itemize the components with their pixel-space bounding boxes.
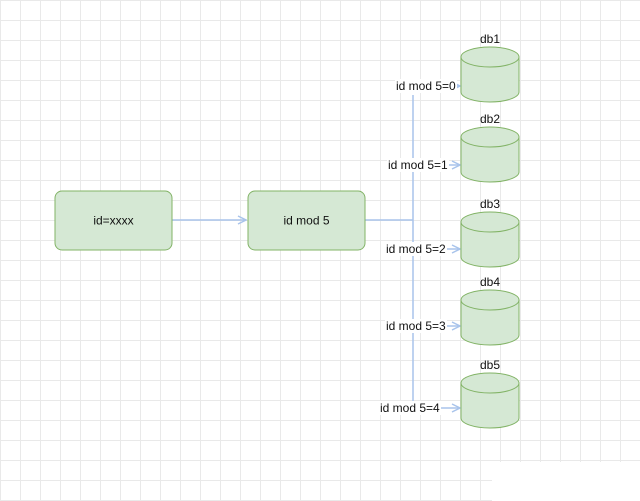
node-input[interactable]: id=xxxx xyxy=(54,190,173,251)
database-name-label: db3 xyxy=(480,197,500,211)
database-group: db1 db2 db3 db4 db5 xyxy=(460,32,520,429)
database-cylinder-top xyxy=(460,126,520,148)
database-cylinder-body[interactable] xyxy=(460,221,520,268)
node-mod[interactable]: id mod 5 xyxy=(247,190,366,251)
database-name-label: db1 xyxy=(480,32,500,46)
edge-branches: id mod 5=0 id mod 5=1 id mod 5=2 id mod 5=3… xyxy=(379,79,460,415)
database-cylinder-top xyxy=(460,289,520,311)
database-name-label: db5 xyxy=(480,358,500,372)
node-input-label: id=xxxx xyxy=(93,214,133,228)
node-mod-box[interactable] xyxy=(247,190,366,251)
database-cylinder-body[interactable] xyxy=(460,299,520,346)
edge-label-db3: id mod 5=2 xyxy=(386,242,446,256)
edge-label-background xyxy=(387,158,450,172)
database-name-label: db2 xyxy=(480,112,500,126)
database-db1[interactable]: db1 xyxy=(460,32,520,103)
database-db4[interactable]: db4 xyxy=(460,275,520,346)
canvas-blank-corner xyxy=(492,462,640,501)
database-cylinder-top xyxy=(460,211,520,233)
edge-label-background xyxy=(385,242,448,256)
database-cylinder-body[interactable] xyxy=(460,56,520,103)
database-db5[interactable]: db5 xyxy=(460,358,520,429)
edge-label-background xyxy=(385,319,448,333)
edge-label-db2: id mod 5=1 xyxy=(388,158,448,172)
edge-label-background xyxy=(379,401,442,415)
edge-label-db4: id mod 5=3 xyxy=(386,319,446,333)
database-cylinder-body[interactable] xyxy=(460,382,520,429)
edge-label-db1: id mod 5=0 xyxy=(396,79,456,93)
database-cylinder-top xyxy=(460,372,520,394)
edge-label-db5: id mod 5=4 xyxy=(380,401,440,415)
node-input-box[interactable] xyxy=(54,190,173,251)
database-db2[interactable]: db2 xyxy=(460,112,520,183)
database-db3[interactable]: db3 xyxy=(460,197,520,268)
database-name-label: db4 xyxy=(480,275,500,289)
edge-label-background xyxy=(395,79,458,93)
database-cylinder-top xyxy=(460,46,520,68)
node-mod-label: id mod 5 xyxy=(283,214,329,228)
database-cylinder-body[interactable] xyxy=(460,136,520,183)
